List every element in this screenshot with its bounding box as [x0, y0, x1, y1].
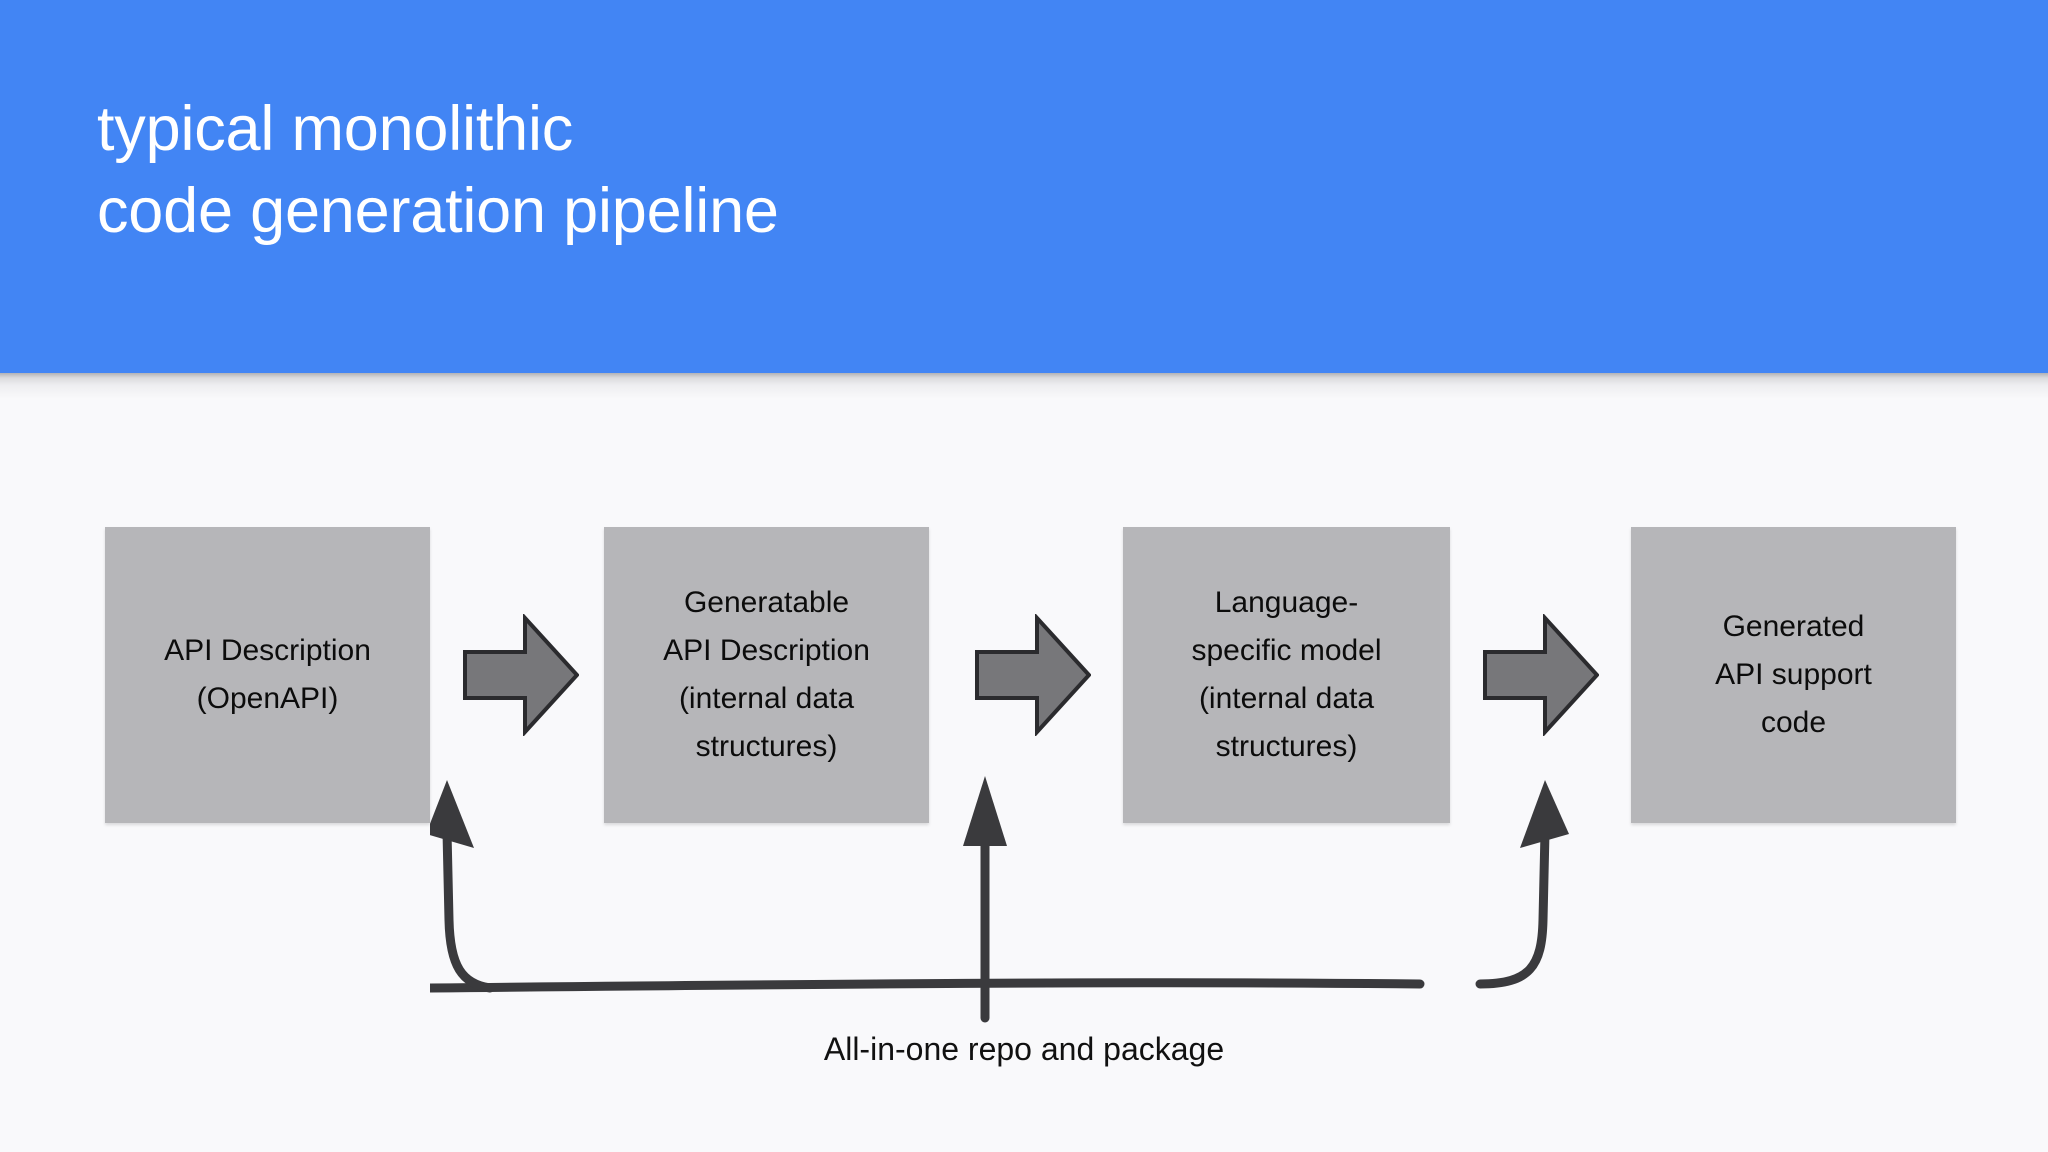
pipeline-box-api-description[interactable]: API Description (OpenAPI): [105, 527, 430, 823]
block-arrow-right-icon: [463, 612, 580, 738]
pipeline-box-language-specific-model[interactable]: Language- specific model (internal data …: [1123, 527, 1450, 823]
block-arrow-right-icon: [1483, 612, 1600, 738]
pipeline-box-generatable-api-description[interactable]: Generatable API Description (internal da…: [604, 527, 929, 823]
block-arrow-right-icon: [975, 612, 1092, 738]
header-banner: typical monolithic code generation pipel…: [0, 0, 2048, 373]
curly-brace-three-arrows-up-icon: [425, 770, 1630, 1030]
header-shadow-divider: [0, 373, 2048, 399]
page-title: typical monolithic code generation pipel…: [97, 94, 779, 246]
pipeline-box-generated-api-support-code[interactable]: Generated API support code: [1631, 527, 1956, 823]
grouping-caption: All-in-one repo and package: [823, 1031, 1225, 1067]
